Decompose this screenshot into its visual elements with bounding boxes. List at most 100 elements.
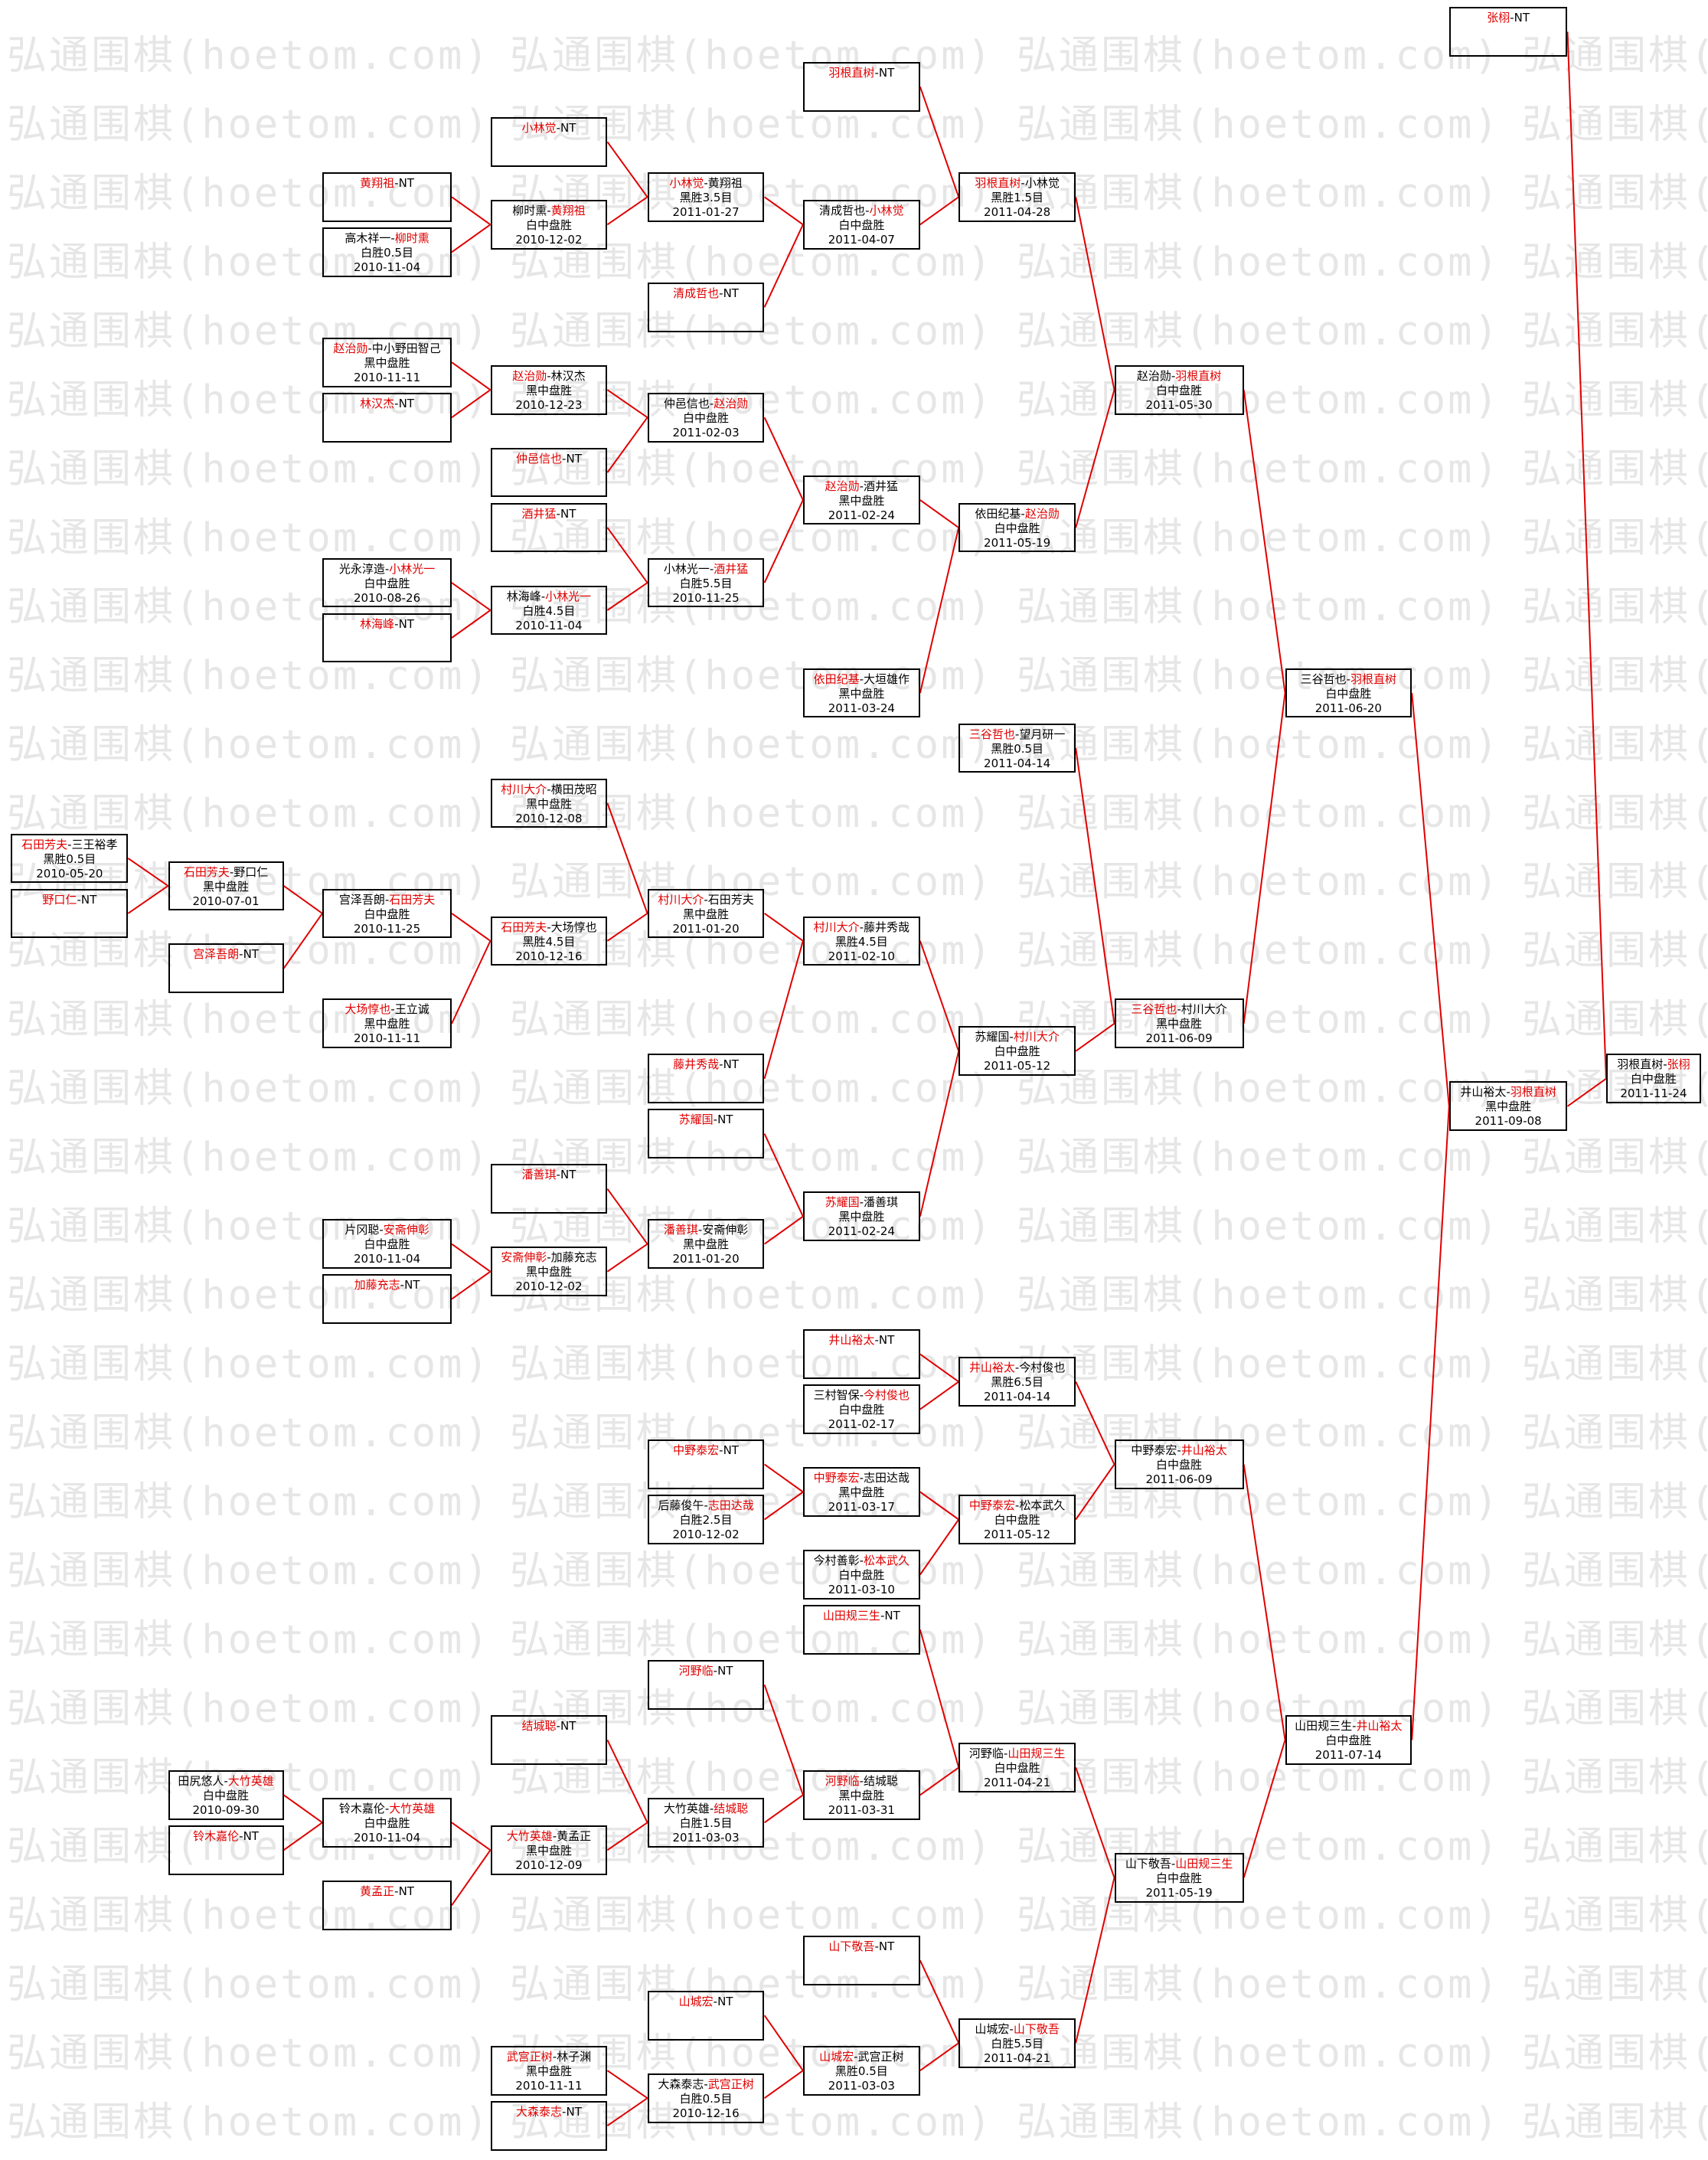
date-text: 2010-12-08 bbox=[515, 811, 583, 825]
player-1-name: 井山裕太 bbox=[1460, 1085, 1507, 1100]
player-2-name: 大场惇也 bbox=[550, 920, 597, 934]
separator: - bbox=[547, 782, 551, 796]
player-1-name: 黄翔祖 bbox=[360, 175, 395, 190]
player-2-name: 张栩 bbox=[1667, 1057, 1690, 1072]
separator: - bbox=[384, 1801, 390, 1815]
player-2-name: NT bbox=[878, 1939, 895, 1953]
bye-box: 加藤充志-NT bbox=[322, 1274, 452, 1325]
separator: - bbox=[67, 837, 72, 851]
separator: - bbox=[713, 1664, 718, 1678]
result-text: 黑中盘胜 bbox=[838, 1485, 885, 1500]
bye-box: 黄孟正-NT bbox=[322, 1880, 452, 1930]
result-text: 黑中盘胜 bbox=[525, 2064, 572, 2078]
connector-line bbox=[919, 1766, 959, 1796]
date-text: 2011-05-30 bbox=[1145, 397, 1213, 412]
result-text: 白胜1.5目 bbox=[679, 1815, 733, 1830]
bye-box: 野口仁-NT bbox=[11, 888, 129, 939]
player-1-name: 山田规三生 bbox=[822, 1609, 880, 1623]
result-text: 白胜0.5目 bbox=[361, 245, 413, 260]
player-2-name: NT bbox=[723, 1057, 739, 1072]
date-text: 2011-03-03 bbox=[828, 2078, 895, 2093]
match-players: 野口仁-NT bbox=[12, 893, 126, 907]
player-2-name: 安斋伸彰 bbox=[383, 1223, 429, 1237]
bye-box: 结城聪-NT bbox=[490, 1715, 608, 1765]
player-1-name: 柳时熏 bbox=[512, 203, 547, 217]
result-text: 黑中盘胜 bbox=[203, 879, 250, 894]
player-2-name: 野口仁 bbox=[234, 864, 269, 879]
date-text: 2011-04-21 bbox=[984, 1776, 1051, 1789]
match-players: 潘善琪-NT bbox=[492, 1168, 606, 1182]
date-text: 2011-05-12 bbox=[984, 1059, 1051, 1073]
connector-line bbox=[451, 940, 491, 1024]
connector-line bbox=[1075, 1381, 1115, 1465]
player-2-name: 小林光一 bbox=[389, 561, 436, 576]
player-1-name: 河野临 bbox=[825, 1774, 860, 1788]
separator: - bbox=[859, 1774, 864, 1788]
watermark-text: 弘通围棋(hoetom.com) bbox=[1522, 1343, 1707, 1386]
player-2-name: NT bbox=[723, 1443, 739, 1458]
watermark-text: 弘通围棋(hoetom.com) bbox=[7, 1412, 491, 1455]
result-text: 白中盘胜 bbox=[994, 1513, 1040, 1528]
match-players: 小林光一-酒井猛 bbox=[649, 562, 763, 577]
bye-box: 井山裕太-NT bbox=[802, 1329, 920, 1379]
match-players: 清成哲也-小林觉 bbox=[805, 204, 919, 218]
player-2-name: NT bbox=[566, 2104, 582, 2119]
match-players: 河野临-NT bbox=[649, 1664, 763, 1678]
date-text: 2010-07-01 bbox=[192, 894, 260, 908]
date-text: 2011-11-24 bbox=[1620, 1087, 1687, 1101]
date-text: 2011-06-09 bbox=[1145, 1472, 1213, 1487]
separator: - bbox=[709, 396, 714, 410]
player-1-name: 黄孟正 bbox=[360, 1884, 395, 1898]
connector-line bbox=[451, 1822, 491, 1851]
result-text: 白胜4.5目 bbox=[522, 603, 576, 618]
connector-line bbox=[606, 2070, 648, 2100]
separator: - bbox=[1014, 1498, 1020, 1513]
player-2-name: 村川大介 bbox=[1181, 1002, 1227, 1017]
connector-line bbox=[283, 1794, 323, 1824]
match-players: 结城聪-NT bbox=[492, 1719, 606, 1734]
player-2-name: 横田茂昭 bbox=[550, 782, 597, 796]
watermark-text: 弘通围棋(hoetom.com) bbox=[1522, 172, 1707, 215]
result-text: 黑中盘胜 bbox=[364, 1017, 410, 1031]
result-text: 白中盘胜 bbox=[364, 576, 410, 590]
connector-line bbox=[1075, 1463, 1115, 1521]
player-2-name: 黄翔祖 bbox=[550, 203, 586, 217]
watermark-text: 弘通围棋(hoetom.com) bbox=[510, 998, 994, 1041]
match-players: 羽根直树-NT bbox=[805, 66, 919, 80]
player-2-name: 酒井猛 bbox=[714, 561, 749, 576]
match-players: 清成哲也-NT bbox=[649, 286, 763, 301]
player-1-name: 小林觉 bbox=[521, 120, 557, 135]
match-players: 石田芳夫-三王裕孝 bbox=[12, 838, 126, 852]
match-players: 山田规三生-井山裕太 bbox=[1287, 1719, 1411, 1734]
player-1-name: 山城宏 bbox=[678, 1994, 714, 2008]
match-players: 河野临-山田规三生 bbox=[960, 1747, 1074, 1761]
player-2-name: 小林觉 bbox=[1024, 175, 1060, 190]
player-1-name: 大竹英雄 bbox=[506, 1828, 553, 1843]
watermark-text: 弘通围棋(hoetom.com) bbox=[510, 448, 994, 491]
separator: - bbox=[229, 864, 234, 879]
result-text: 黑胜1.5目 bbox=[991, 190, 1044, 204]
date-text: 2011-02-24 bbox=[828, 1224, 895, 1239]
player-2-name: 志田达哉 bbox=[707, 1498, 754, 1513]
player-1-name: 林汉杰 bbox=[360, 396, 395, 410]
match-players: 小林觉-黄翔祖 bbox=[649, 176, 763, 191]
match-players: 宫泽吾朗-NT bbox=[170, 947, 282, 962]
result-text: 黑中盘胜 bbox=[838, 1789, 885, 1802]
date-text: 2010-11-04 bbox=[353, 1252, 421, 1266]
match-players: 山田规三生-NT bbox=[805, 1609, 919, 1623]
watermark-text: 弘通围棋(hoetom.com) bbox=[510, 724, 994, 766]
player-1-name: 依田纪基 bbox=[813, 672, 860, 686]
date-text: 2011-05-12 bbox=[984, 1528, 1051, 1542]
watermark-text: 弘通围棋(hoetom.com) bbox=[1522, 1550, 1707, 1593]
connector-line bbox=[451, 1849, 491, 1906]
separator: - bbox=[859, 920, 864, 934]
player-1-name: 赵治勋 bbox=[1136, 368, 1171, 383]
